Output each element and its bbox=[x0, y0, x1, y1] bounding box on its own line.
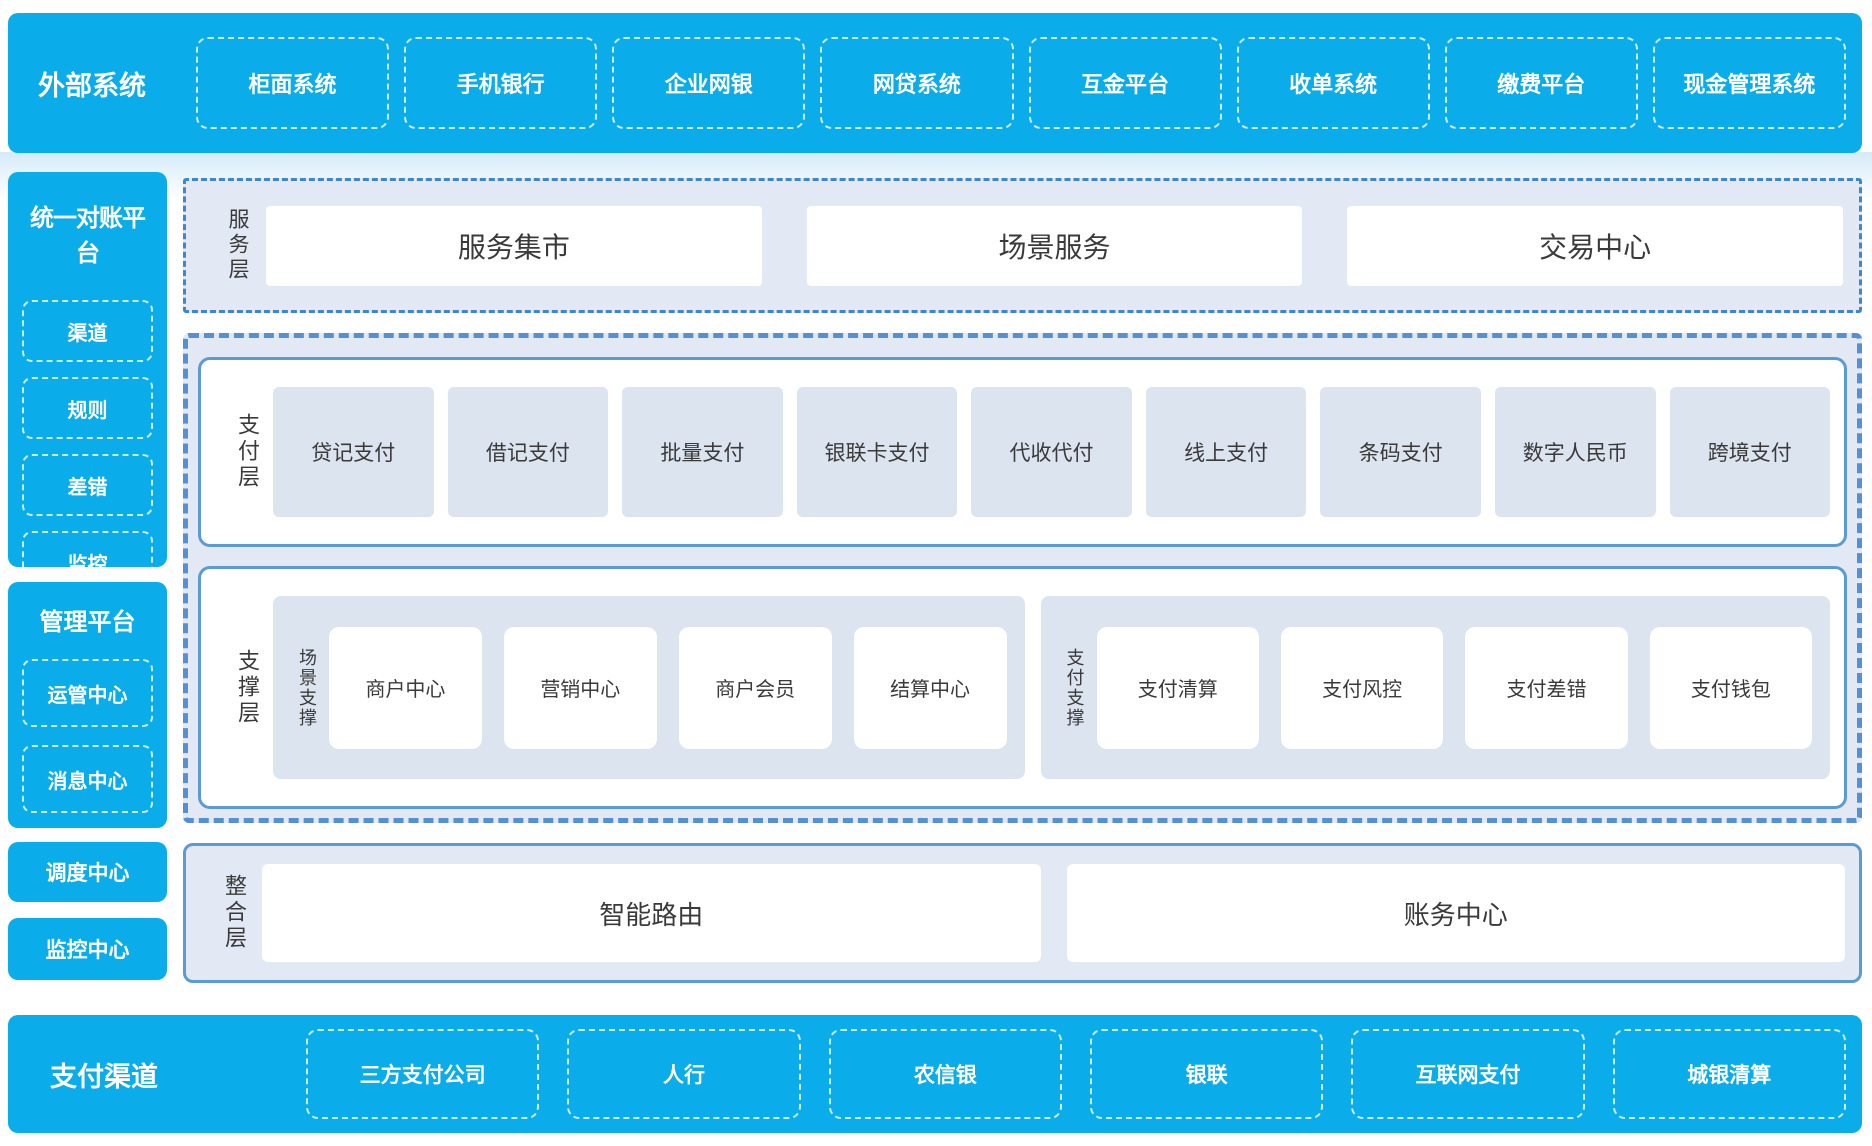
external-system-item: 缴费平台 bbox=[1444, 37, 1638, 129]
payment-channel-item: 城银清算 bbox=[1612, 1029, 1846, 1119]
external-systems-title: 外部系统 bbox=[38, 70, 146, 101]
payment-channels-bar: 支付渠道 三方支付公司 人行 农信银 银联 互联网支付 城银清算 bbox=[8, 1015, 1862, 1133]
support-box: 支付钱包 bbox=[1649, 626, 1813, 749]
payment-box: 条码支付 bbox=[1320, 387, 1481, 517]
service-box: 服务集市 bbox=[266, 205, 762, 286]
sidebar-block-management-platform: 管理平台 运管中心 消息中心 bbox=[8, 582, 167, 828]
payment-support-label: 支付支撑 bbox=[1064, 647, 1085, 728]
scene-support-group: 场景支撑 商户中心 营销中心 商户会员 结算中心 bbox=[273, 596, 1025, 779]
sidebar-item: 渠道 bbox=[22, 300, 153, 362]
payment-box: 数字人民币 bbox=[1494, 387, 1656, 517]
support-layer-label: 支撑层 bbox=[235, 648, 260, 727]
integration-layer-label: 整合层 bbox=[222, 874, 247, 952]
service-layer-boxes: 服务集市 场景服务 交易中心 bbox=[266, 205, 1844, 286]
payment-box: 贷记支付 bbox=[273, 387, 434, 517]
support-box: 商户会员 bbox=[678, 626, 832, 749]
support-layer: 支撑层 场景支撑 商户中心 营销中心 商户会员 结算中心 支付支撑 支付清算 支… bbox=[198, 566, 1847, 809]
service-layer-label: 服务层 bbox=[226, 208, 249, 283]
core-layers-container: 支付层 贷记支付 借记支付 批量支付 银联卡支付 代收代付 线上支付 条码支付 … bbox=[183, 333, 1862, 823]
service-box: 场景服务 bbox=[806, 205, 1303, 286]
payment-channel-item: 三方支付公司 bbox=[306, 1029, 540, 1119]
payment-box: 借记支付 bbox=[447, 387, 609, 517]
support-box: 营销中心 bbox=[503, 626, 657, 749]
payment-support-group: 支付支撑 支付清算 支付风控 支付差错 支付钱包 bbox=[1040, 596, 1830, 779]
payment-box: 批量支付 bbox=[622, 387, 783, 517]
external-system-item: 网贷系统 bbox=[820, 37, 1014, 129]
scene-support-items: 商户中心 营销中心 商户会员 结算中心 bbox=[329, 626, 1007, 749]
support-box: 支付差错 bbox=[1465, 626, 1628, 749]
service-layer: 服务层 服务集市 场景服务 交易中心 bbox=[183, 178, 1862, 313]
support-box: 商户中心 bbox=[329, 626, 482, 749]
sidebar-items: 运管中心 消息中心 bbox=[22, 659, 153, 813]
integration-box: 智能路由 bbox=[262, 864, 1041, 962]
sidebar-block-title: 统一对账平台 bbox=[30, 205, 146, 267]
external-systems-items: 柜面系统 手机银行 企业网银 网贷系统 互金平台 收单系统 缴费平台 现金管理系… bbox=[196, 37, 1846, 129]
sidebar-block-dispatch-center: 调度中心 bbox=[8, 842, 167, 902]
payment-channel-item: 互联网支付 bbox=[1351, 1029, 1585, 1119]
support-layer-groups: 场景支撑 商户中心 营销中心 商户会员 结算中心 支付支撑 支付清算 支付风控 … bbox=[273, 596, 1830, 779]
support-box: 支付风控 bbox=[1280, 626, 1444, 749]
sidebar-item: 运管中心 bbox=[22, 659, 153, 727]
payment-box: 线上支付 bbox=[1145, 387, 1307, 517]
sidebar-item: 差错 bbox=[22, 454, 153, 516]
integration-box: 账务中心 bbox=[1066, 864, 1845, 962]
payment-channel-item: 农信银 bbox=[828, 1029, 1062, 1119]
payment-support-items: 支付清算 支付风控 支付差错 支付钱包 bbox=[1096, 626, 1813, 749]
external-system-item: 企业网银 bbox=[612, 37, 806, 129]
sidebar-block-reconciliation-platform: 统一对账平台 渠道 规则 差错 监控 bbox=[8, 172, 167, 593]
external-system-item: 手机银行 bbox=[404, 37, 598, 129]
sidebar-items: 渠道 规则 差错 监控 bbox=[22, 300, 153, 593]
payment-channels-title: 支付渠道 bbox=[50, 1061, 158, 1092]
sidebar-block-title: 管理平台 bbox=[39, 609, 136, 636]
payment-channel-item: 人行 bbox=[567, 1029, 801, 1119]
external-system-item: 现金管理系统 bbox=[1652, 37, 1846, 129]
payment-layer-label: 支付层 bbox=[235, 413, 260, 491]
support-box: 结算中心 bbox=[853, 626, 1007, 749]
external-system-item: 收单系统 bbox=[1236, 37, 1430, 129]
service-box: 交易中心 bbox=[1347, 205, 1844, 286]
external-system-item: 柜面系统 bbox=[196, 37, 390, 129]
payment-channel-item: 银联 bbox=[1089, 1029, 1324, 1119]
integration-layer: 整合层 智能路由 账务中心 bbox=[183, 843, 1862, 983]
external-system-item: 互金平台 bbox=[1028, 37, 1222, 129]
support-box: 支付清算 bbox=[1096, 626, 1259, 749]
payment-layer: 支付层 贷记支付 借记支付 批量支付 银联卡支付 代收代付 线上支付 条码支付 … bbox=[198, 357, 1847, 547]
payment-box: 代收代付 bbox=[971, 387, 1132, 517]
payment-box: 跨境支付 bbox=[1669, 387, 1831, 517]
sidebar-item: 消息中心 bbox=[22, 745, 153, 813]
sidebar-item: 规则 bbox=[22, 377, 153, 439]
integration-layer-boxes: 智能路由 账务中心 bbox=[262, 864, 1845, 962]
payment-box: 银联卡支付 bbox=[796, 387, 958, 517]
external-systems-bar: 外部系统 柜面系统 手机银行 企业网银 网贷系统 互金平台 收单系统 缴费平台 … bbox=[8, 13, 1862, 153]
payment-channel-items: 三方支付公司 人行 农信银 银联 互联网支付 城银清算 bbox=[306, 1029, 1846, 1119]
scene-support-label: 场景支撑 bbox=[297, 647, 317, 728]
sidebar-block-monitor-center: 监控中心 bbox=[8, 918, 167, 980]
payment-layer-boxes: 贷记支付 借记支付 批量支付 银联卡支付 代收代付 线上支付 条码支付 数字人民… bbox=[273, 387, 1831, 517]
